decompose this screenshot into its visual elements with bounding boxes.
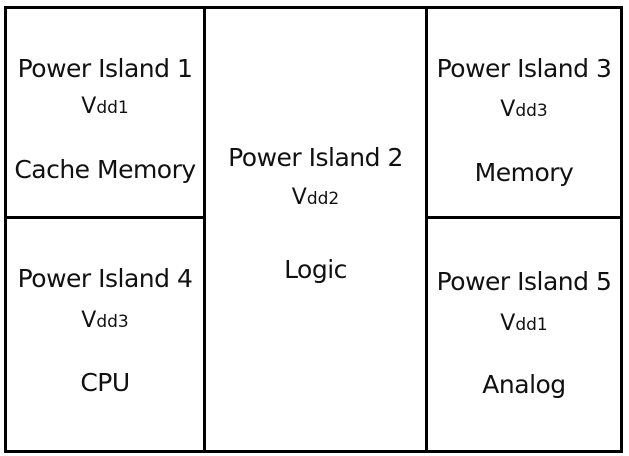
island-title: Power Island 2 bbox=[228, 143, 403, 172]
supply-voltage-symbol: V bbox=[81, 94, 97, 119]
supply-voltage-subscript: dd2 bbox=[306, 189, 340, 209]
island-supply-voltage: Vdd2 bbox=[206, 186, 425, 211]
island-function: Cache Memory bbox=[14, 155, 196, 184]
island-title: Power Island 3 bbox=[436, 54, 612, 83]
island-supply-voltage: Vdd1 bbox=[7, 95, 203, 120]
supply-voltage-symbol: V bbox=[500, 97, 516, 122]
supply-voltage-subscript: dd3 bbox=[515, 101, 548, 121]
power-island-5: Power Island 5 Vdd1 Analog bbox=[428, 219, 620, 450]
supply-voltage-subscript: dd3 bbox=[96, 312, 129, 332]
island-title: Power Island 4 bbox=[17, 264, 193, 293]
divider-left-horizontal bbox=[4, 216, 205, 219]
island-function: Analog bbox=[482, 370, 566, 399]
island-supply-voltage: Vdd3 bbox=[428, 98, 620, 123]
island-function: Logic bbox=[284, 255, 347, 284]
island-function: Memory bbox=[474, 158, 574, 187]
supply-voltage-subscript: dd1 bbox=[515, 315, 548, 335]
frame-top-border bbox=[4, 6, 623, 9]
island-title: Power Island 1 bbox=[17, 54, 193, 83]
island-supply-voltage: Vdd3 bbox=[7, 309, 203, 334]
supply-voltage-symbol: V bbox=[500, 311, 516, 336]
power-island-2: Power Island 2 Vdd2 Logic bbox=[206, 9, 425, 450]
power-island-1: Power Island 1 Vdd1 Cache Memory bbox=[7, 9, 203, 216]
power-island-3: Power Island 3 Vdd3 Memory bbox=[428, 9, 620, 216]
divider-right-horizontal bbox=[426, 216, 623, 219]
supply-voltage-symbol: V bbox=[291, 185, 307, 210]
divider-right-vertical bbox=[425, 6, 428, 453]
island-supply-voltage: Vdd1 bbox=[428, 312, 620, 337]
frame-right-border bbox=[620, 6, 623, 453]
divider-left-vertical bbox=[203, 6, 206, 453]
frame-bottom-border bbox=[4, 450, 623, 453]
supply-voltage-symbol: V bbox=[81, 308, 97, 333]
power-island-4: Power Island 4 Vdd3 CPU bbox=[7, 219, 203, 450]
island-title: Power Island 5 bbox=[436, 267, 612, 296]
frame-left-border bbox=[4, 6, 7, 453]
island-function: CPU bbox=[80, 368, 130, 397]
supply-voltage-subscript: dd1 bbox=[96, 98, 129, 118]
